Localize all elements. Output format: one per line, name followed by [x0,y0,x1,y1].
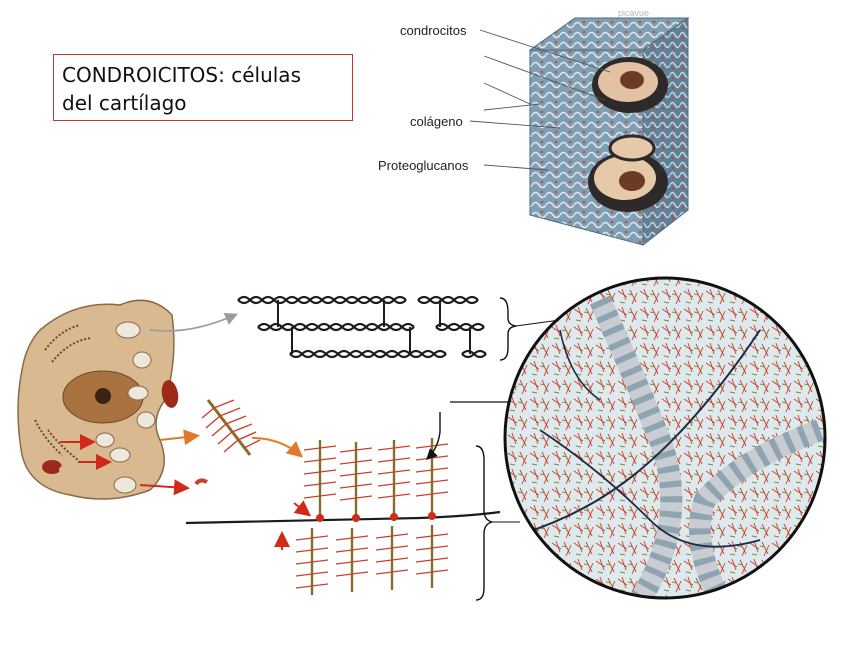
title-box: CONDROICITOS: células del cartílago [53,54,353,121]
fibril-5a [289,349,447,359]
label-proteoglucanos: Proteoglucanos [378,158,469,173]
core-protein [206,399,252,456]
cartilage-cube [528,17,690,247]
cell-internal-arrows [60,434,190,496]
aggregate-pointer-arrow [426,412,441,460]
proteoglycan-monomer [201,399,261,456]
hyaluronic-acid [185,510,501,525]
nucleus-lower [619,171,645,191]
watermark: picavue [618,8,650,18]
rough-er [34,324,93,461]
fibril-5b [289,349,447,359]
title-line-2: del cartílago [62,91,187,115]
collagen-fibrils [237,295,487,359]
leader-colageno [469,120,561,129]
arrow-to-collagen [149,313,238,332]
nucleus-upper [620,71,644,89]
proteoglycan-aggregate [185,412,501,595]
fibril-6b [461,349,487,359]
leader-condrocitos [479,29,611,73]
fibril-4b [435,322,485,332]
hyaluronan-strand-1 [505,329,761,541]
aggregate-brushes [295,438,449,595]
link-protein [194,478,208,486]
hyaluronan-strand-2 [539,429,761,548]
label-colageno: colágeno [410,114,463,129]
leader-proteoglucanos [483,164,549,171]
magnified-matrix [503,276,827,600]
chondrocyte-cell [17,299,190,500]
aggregate-bracket [475,445,493,601]
label-condrocitos: condrocitos [400,23,467,38]
nucleolus [95,388,111,404]
collagen-bracket [499,297,517,361]
fibril-3a [257,322,415,332]
fibril-1b [237,295,407,305]
fibril-2b [417,295,479,305]
hyaluronan-strand-3 [559,329,601,401]
leader-line-3 [483,82,531,105]
magnify-circle-border [503,276,827,600]
fibril-2a [417,295,479,305]
fibril-crosslinks [277,300,471,354]
cube-leader-lines [469,29,611,171]
fibril-3b [257,322,415,332]
arrow-to-proteoglycan [159,429,200,446]
arrow-to-aggregate [251,437,304,458]
collagen-connector [515,319,561,327]
title-line-1: CONDROICITOS: células [62,63,301,87]
gag-chains [201,399,261,453]
leader-line-4 [483,103,541,111]
golgi-vesicles [95,321,156,494]
leader-line-2 [483,55,606,101]
mitochondria [42,380,179,475]
cube-right-face [642,17,689,247]
link-protein-arrow-upper [293,500,312,517]
chondrocyte-middle [608,134,656,162]
link-proteins [316,512,436,522]
